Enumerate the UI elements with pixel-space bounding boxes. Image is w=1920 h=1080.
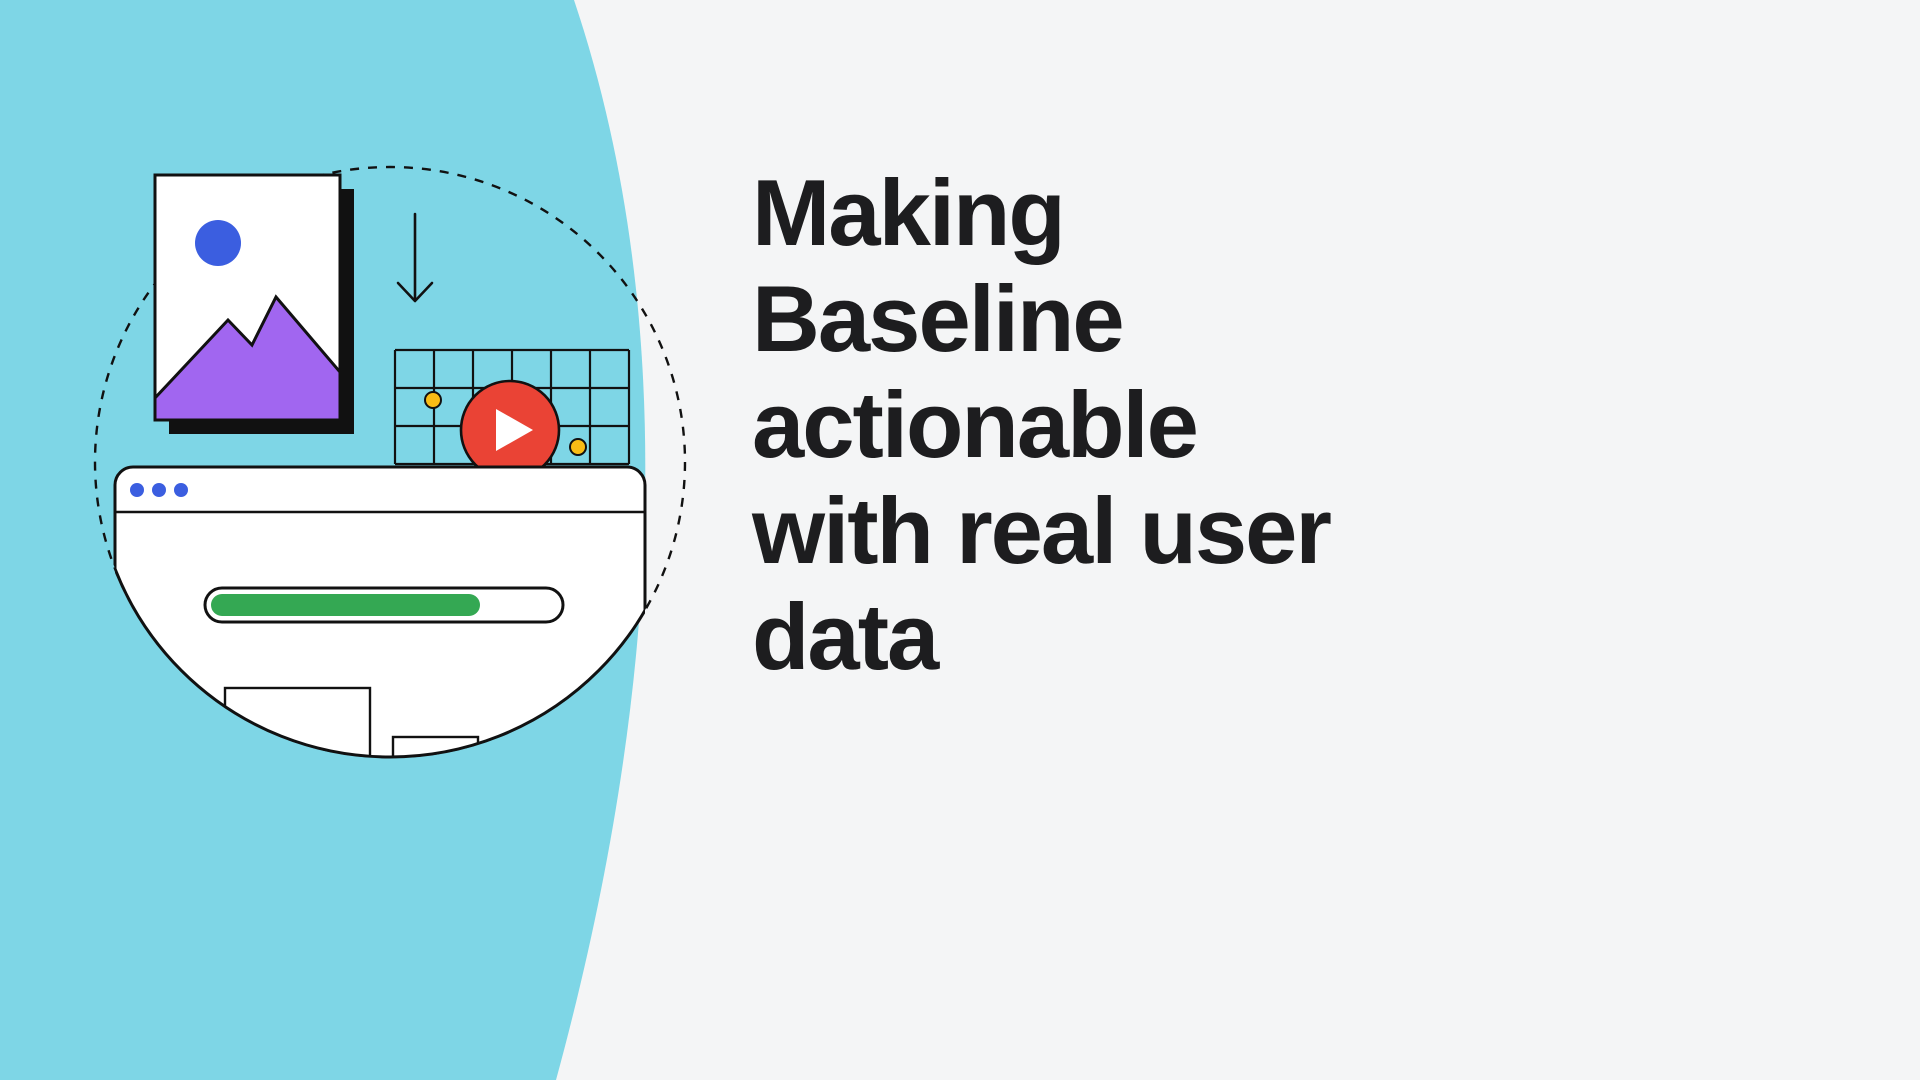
image-sun-dot — [195, 220, 241, 266]
browser-bottom-arc — [115, 467, 645, 759]
progress-bar-fill — [211, 594, 480, 616]
hero-illustration — [93, 165, 687, 759]
image-placeholder-icon — [153, 173, 354, 434]
browser-dot — [130, 483, 144, 497]
play-triangle — [496, 409, 533, 451]
play-button-icon — [459, 379, 561, 481]
hero-title-line: actionable — [752, 372, 1199, 477]
browser-body — [113, 465, 647, 757]
yellow-dot — [569, 438, 587, 456]
yellow-dot — [424, 391, 442, 409]
browser-dot — [152, 483, 166, 497]
hero-title-line: Baseline — [752, 266, 1125, 371]
dashed-circle — [93, 165, 687, 759]
grid — [393, 348, 631, 481]
hero-title-line: Making — [752, 160, 1066, 265]
browser-dot — [174, 483, 188, 497]
image-card-border — [153, 173, 342, 422]
wireframe-rect — [391, 735, 480, 757]
hero-title: Making Baseline actionable with real use… — [752, 160, 1332, 690]
hero-title-line: with real user — [752, 478, 1332, 583]
hero-title-line: data — [752, 584, 939, 689]
browser-window — [113, 465, 647, 757]
image-mountains — [155, 294, 340, 420]
download-arrow-icon — [396, 212, 434, 303]
